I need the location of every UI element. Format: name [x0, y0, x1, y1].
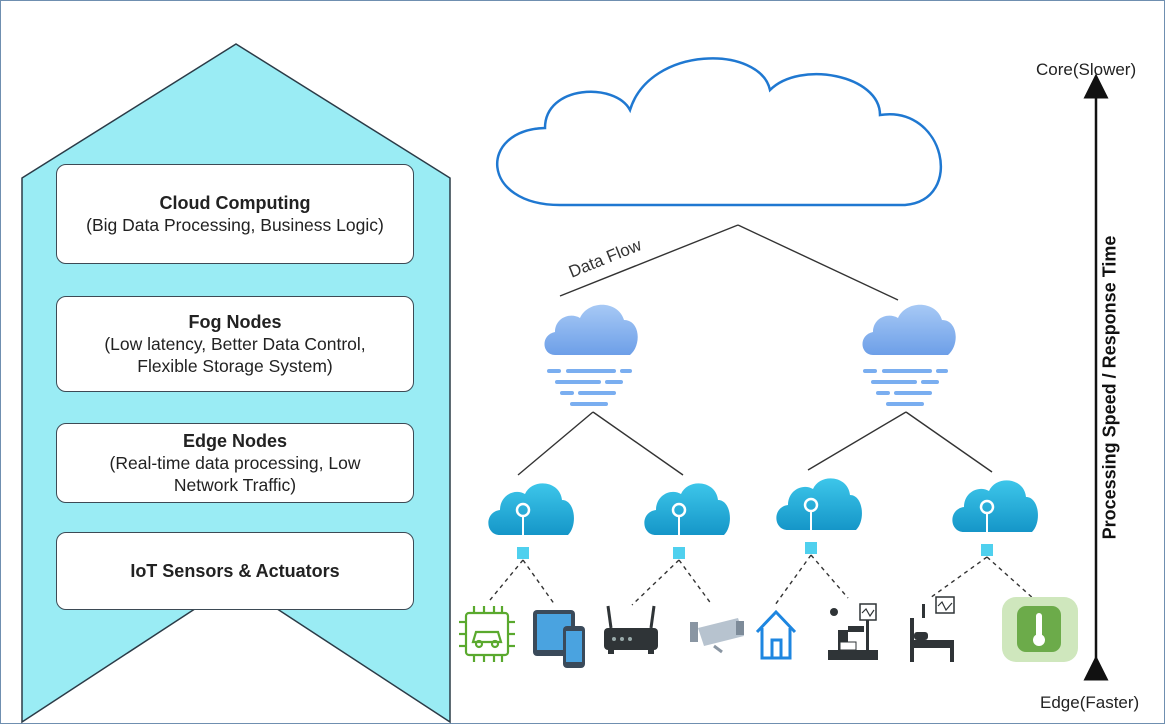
edge-node-icon	[776, 478, 862, 554]
cctv-camera-icon	[690, 618, 744, 654]
layer-description: (Big Data Processing, Business Logic)	[86, 215, 384, 235]
layer-iot-sensors: IoT Sensors & Actuators	[56, 532, 414, 610]
router-icon	[604, 605, 658, 654]
hospital-bed-icon	[910, 596, 955, 662]
layer-title: Cloud Computing	[159, 193, 311, 213]
layer-cloud-computing: Cloud Computing (Big Data Processing, Bu…	[56, 164, 414, 264]
layer-title: Fog Nodes	[188, 312, 282, 332]
axis-bottom-label: Edge(Faster)	[1040, 693, 1140, 712]
axis-label: Processing Speed / Response Time	[1099, 235, 1120, 540]
edge-device-links	[489, 554, 1036, 606]
edge-node-icon	[952, 480, 1038, 556]
layer-title: Edge Nodes	[182, 431, 288, 451]
layer-fog-nodes: Fog Nodes (Low latency, Better Data Cont…	[56, 296, 414, 392]
layer-description: (Low latency, Better Data Control,	[104, 334, 366, 354]
layer-description: Network Traffic)	[173, 475, 297, 495]
layer-description: Flexible Storage System)	[137, 356, 333, 376]
layer-edge-nodes: Edge Nodes (Real-time data processing, L…	[56, 423, 414, 503]
cloud-fog-links	[559, 224, 899, 301]
smart-home-icon	[755, 609, 797, 660]
axis-top-label: Core(Slower)	[1036, 60, 1137, 79]
edge-node-icon	[644, 483, 730, 559]
fog-node-icon	[862, 304, 956, 406]
tablet-phone-icon	[533, 610, 585, 668]
fog-edge-links	[517, 411, 993, 476]
layer-description: (Real-time data processing, Low	[109, 453, 361, 473]
cloud-computing-icon	[495, 57, 943, 207]
edge-node-icon	[488, 483, 574, 559]
layer-title: IoT Sensors & Actuators	[130, 561, 340, 581]
fog-node-icon	[544, 304, 638, 406]
thermometer-sensor-icon	[1002, 597, 1078, 662]
industrial-robot-icon	[828, 603, 878, 660]
chip-car-icon	[459, 606, 515, 662]
